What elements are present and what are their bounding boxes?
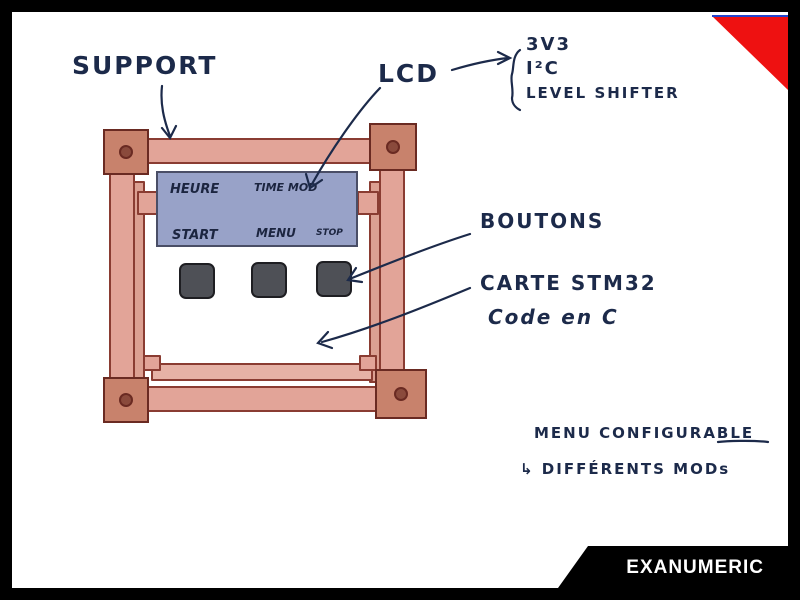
menu-underline xyxy=(716,439,770,444)
arrow-head-icon xyxy=(304,172,324,190)
lcd-bracket-right xyxy=(357,191,379,215)
spec-brace xyxy=(510,48,522,112)
frame-top-beam xyxy=(111,138,403,164)
label-lcd-spec-i2c: I²C xyxy=(526,58,560,79)
arrow-lcd-specs xyxy=(450,56,510,72)
arrow-boutons xyxy=(350,232,472,280)
label-lcd-spec-3v3: 3V3 xyxy=(526,34,571,55)
lcd-text-stop: STOP xyxy=(316,228,343,238)
arrow-support xyxy=(160,84,172,138)
screw-hole-icon xyxy=(394,387,408,401)
push-button-3 xyxy=(316,261,352,297)
lcd-display: HEURE TIME MOD START MENU STOP xyxy=(156,171,358,247)
bottom-bracket-left xyxy=(143,355,161,371)
arrow-carte xyxy=(320,286,472,344)
screw-hole-icon xyxy=(386,140,400,154)
brand-logo-text: EXANUMERIC xyxy=(626,557,764,578)
lcd-bracket-left xyxy=(137,191,159,215)
lcd-screen xyxy=(156,171,358,247)
label-differents-mods: ↳ DIFFÉRENTS MODs xyxy=(520,459,730,478)
frame-left-post xyxy=(109,161,135,395)
push-button-1 xyxy=(179,263,215,299)
arrow-head-icon xyxy=(496,50,513,66)
label-lcd: LCD xyxy=(378,59,439,88)
corner-blocks xyxy=(103,123,427,423)
lcd-text-time-mod: TIME MOD xyxy=(254,181,317,194)
label-support: SUPPORT xyxy=(72,51,217,80)
frame-bottom-beam xyxy=(116,386,418,412)
corner-accent-icon xyxy=(712,16,788,90)
arrow-lcd xyxy=(310,86,382,186)
brand-bar xyxy=(558,546,788,588)
screw-hole-icon xyxy=(119,145,133,159)
sketch-canvas: HEURE TIME MOD START MENU STOP xyxy=(72,15,788,478)
label-boutons: BOUTONS xyxy=(480,209,604,233)
lcd-text-start: START xyxy=(172,228,219,243)
push-buttons xyxy=(179,261,352,299)
arrow-head-icon xyxy=(346,266,364,284)
lcd-text-heure: HEURE xyxy=(170,182,219,197)
annotation-arrows xyxy=(160,48,770,444)
arrow-head-icon xyxy=(316,330,334,350)
push-button-2 xyxy=(251,262,287,298)
paper-sheet: HEURE TIME MOD START MENU STOP xyxy=(12,12,788,588)
label-carte-stm32: CARTE STM32 xyxy=(480,271,657,295)
label-menu-configurable: MENU CONFIGURABLE xyxy=(534,424,754,442)
screw-hole-icon xyxy=(119,393,133,407)
label-code-en-c: Code en C xyxy=(488,305,619,329)
frame-inner-bottom xyxy=(151,363,373,381)
lcd-text-menu: MENU xyxy=(256,226,296,240)
frame-right-post xyxy=(379,161,405,395)
label-lcd-spec-level-shifter: LEVEL SHIFTER xyxy=(526,84,680,102)
arrow-head-icon xyxy=(160,124,178,141)
bottom-bracket-right xyxy=(359,355,377,371)
